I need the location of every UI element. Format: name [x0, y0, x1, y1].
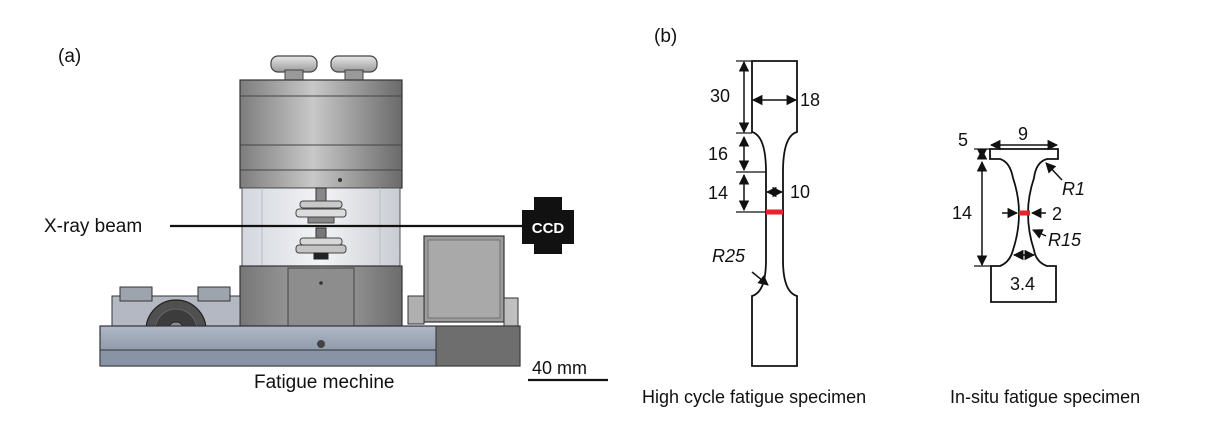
- lower-block: [239, 265, 403, 327]
- top-knob-right: [330, 55, 378, 83]
- dim-grip-length: 30: [710, 86, 730, 106]
- dim-radius: R25: [712, 246, 746, 266]
- machine-caption: Fatigue mechine: [254, 372, 394, 393]
- dim-in-situ-fillet-radius: R1: [1062, 179, 1085, 199]
- dim-in-situ-gauge-radius: R15: [1048, 230, 1082, 250]
- dim-grip-width: 18: [800, 90, 820, 110]
- in-situ-caption: In-situ fatigue specimen: [950, 387, 1140, 407]
- dim-in-situ-grip-length: 5: [958, 130, 968, 150]
- in-situ-specimen: 5 9 R1 14 2 R15 3.4 In-situ fatigue spec…: [950, 124, 1140, 407]
- dim-transition-length: 16: [708, 144, 728, 164]
- high-cycle-caption: High cycle fatigue specimen: [642, 387, 866, 407]
- side-housing: [407, 235, 519, 329]
- xray-beam-label: X-ray beam: [44, 216, 142, 237]
- xray-beam: X-ray beam: [44, 216, 522, 237]
- ccd-detector: CCD: [522, 197, 574, 254]
- scale-bar-label: 40 mm: [532, 358, 587, 378]
- lower-grip: [295, 227, 347, 260]
- dim-in-situ-lower-width: 3.4: [1010, 274, 1035, 294]
- panel-a: (a): [44, 46, 608, 393]
- top-knob-left: [270, 55, 318, 83]
- fatigue-machine: [99, 55, 521, 367]
- panel-a-label: (a): [58, 46, 81, 67]
- high-cycle-specimen: 30 18 16 14 10 R25 High cycle fatigue sp…: [642, 60, 866, 407]
- base-plate: [99, 325, 521, 367]
- ccd-label: CCD: [532, 220, 565, 237]
- upper-grip: [295, 187, 347, 224]
- scale-bar: 40 mm: [528, 358, 608, 382]
- dim-in-situ-gauge-length: 14: [952, 203, 972, 223]
- dim-in-situ-grip-width: 9: [1018, 124, 1028, 144]
- dim-gauge-length: 14: [708, 183, 728, 203]
- dim-gauge-width: 10: [790, 182, 810, 202]
- panel-b-label: (b): [654, 26, 677, 47]
- dim-in-situ-gauge-width: 2: [1052, 204, 1062, 224]
- panel-b: (b) 30 18 16 14 10 R25: [642, 26, 1140, 407]
- upper-cylinder: [239, 79, 403, 189]
- in-situ-specimen-outline: [989, 148, 1059, 303]
